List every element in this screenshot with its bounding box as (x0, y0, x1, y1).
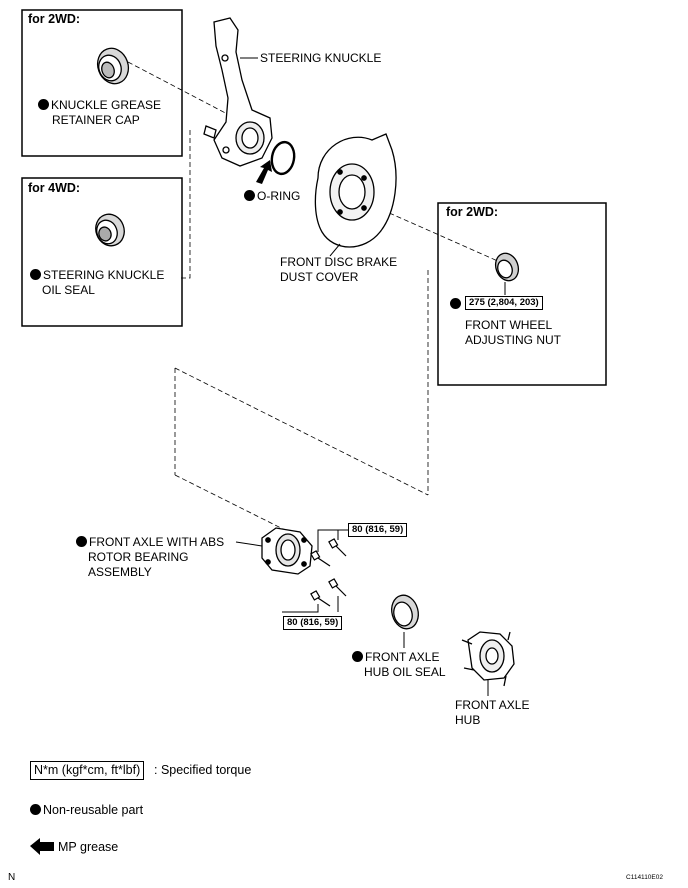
legend-torque-unit: N*m (kgf*cm, ft*lbf) (30, 761, 145, 780)
legend-grease-arrow-icon (30, 838, 54, 855)
bolt-3 (310, 590, 331, 607)
nut-torque-row (450, 297, 463, 312)
box-grease-cap (21, 9, 183, 157)
legend-nonreusable: Non-reusable part (30, 803, 143, 818)
dust-cover-part (314, 133, 397, 248)
bearing-assembly-part (261, 527, 313, 575)
box-title-grease-cap: for 2WD: (28, 12, 81, 26)
label-dust-cover: FRONT DISC BRAKE DUST COVER (280, 255, 398, 284)
box-title-oil-seal: for 4WD: (28, 181, 81, 195)
torque-spec-nut: 275 (2,804, 203) (465, 296, 543, 310)
label-adjusting-nut: FRONT WHEEL ADJUSTING NUT (465, 318, 561, 347)
o-ring-grease-arrow-icon (256, 160, 272, 184)
torque-spec-bolts-lower: 80 (816, 59) (283, 616, 343, 630)
torque-leader-lower (282, 604, 319, 613)
bolt-4 (328, 578, 347, 597)
dashed-line-cap-axis (127, 61, 236, 119)
label-hub-oil-seal: FRONT AXLE HUB OIL SEAL (352, 650, 446, 680)
dashed-line-seal-axis (178, 130, 191, 279)
axle-hub-part (461, 631, 515, 687)
dashed-frame-lower (174, 474, 286, 531)
grease-cap-part (96, 47, 130, 85)
leader-dust-cover (329, 243, 341, 257)
hub-bolts (310, 538, 347, 607)
label-axle-hub: FRONT AXLE HUB (455, 698, 530, 727)
footer-left-mark: N (8, 872, 16, 883)
label-grease-cap: KNUCKLE GREASE RETAINER CAP (38, 98, 161, 128)
nonreusable-bullet-icon (450, 298, 461, 309)
nonreusable-bullet-icon (30, 804, 41, 815)
legend-grease: MP grease (58, 840, 119, 854)
bolt-1 (310, 550, 331, 567)
steering-knuckle-part (203, 17, 273, 167)
adjusting-nut-part (494, 252, 520, 282)
dashed-frame-upper (174, 367, 429, 496)
bolt-2 (328, 538, 347, 557)
legend-torque-text: : Specified torque (154, 763, 252, 777)
nonreusable-bullet-icon (76, 536, 87, 547)
box-knuckle-oil-seal (21, 177, 183, 327)
label-bearing-assembly: FRONT AXLE WITH ABS ROTOR BEARING ASSEMB… (76, 535, 224, 580)
box-title-adjusting-nut: for 2WD: (446, 205, 499, 219)
box-adjusting-nut (437, 202, 607, 386)
torque-spec-bolts-upper: 80 (816, 59) (348, 523, 408, 537)
label-knuckle-oil-seal: STEERING KNUCKLE OIL SEAL (30, 268, 164, 298)
o-ring-part (270, 140, 296, 176)
leader-bearing (235, 541, 263, 547)
knuckle-oil-seal-part (95, 213, 125, 247)
hub-oil-seal-part (391, 594, 419, 630)
nonreusable-bullet-icon (352, 651, 363, 662)
nonreusable-bullet-icon (38, 99, 49, 110)
figure-code: C114110E02 (626, 874, 663, 881)
nonreusable-bullet-icon (30, 269, 41, 280)
label-steering-knuckle: STEERING KNUCKLE (260, 51, 382, 65)
label-o-ring: O-RING (244, 189, 300, 204)
nonreusable-bullet-icon (244, 190, 255, 201)
